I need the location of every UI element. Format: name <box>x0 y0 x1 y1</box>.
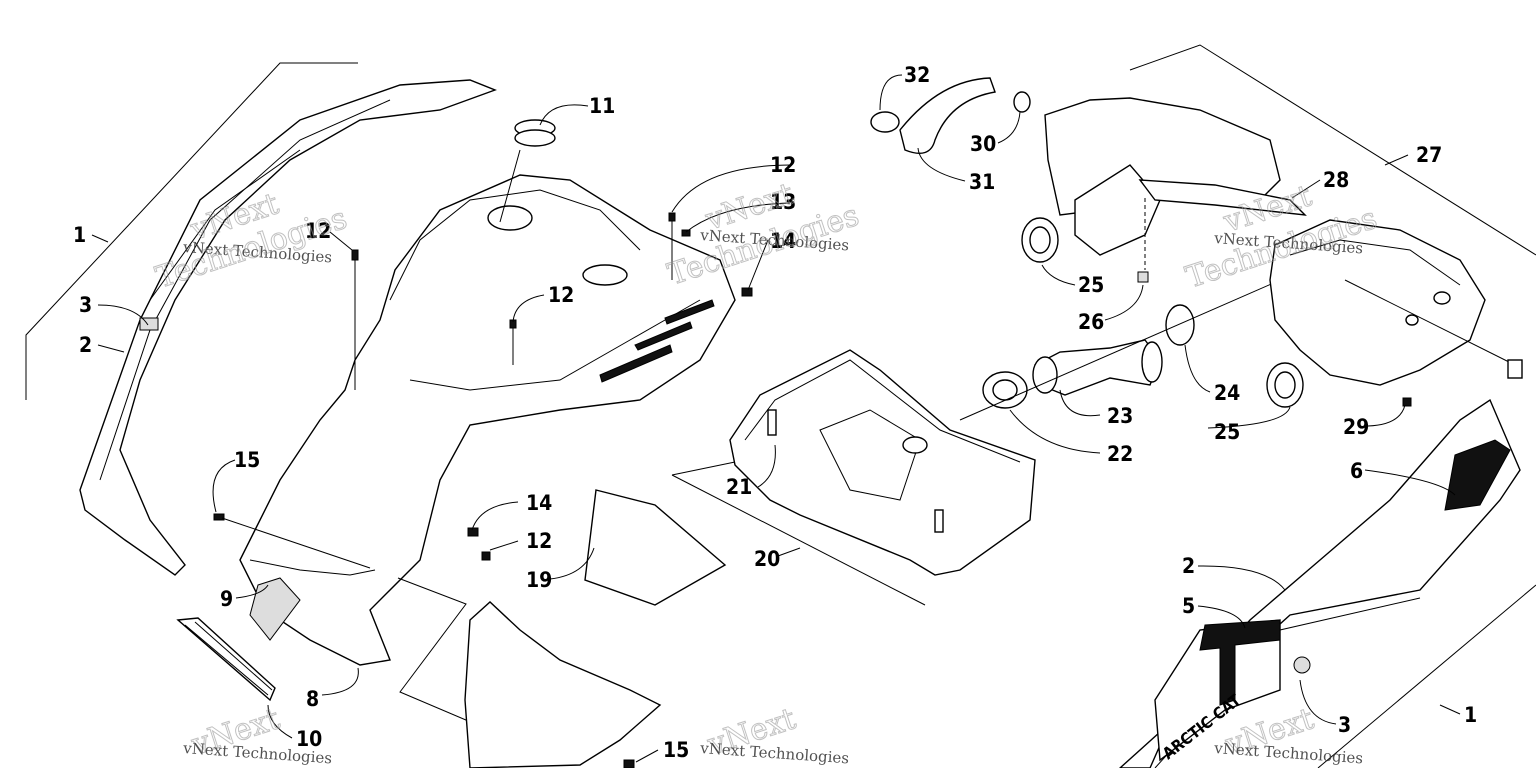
callout-15-a: 15 <box>234 448 260 472</box>
callout-21: 21 <box>726 475 752 499</box>
group-bracket-center <box>671 474 926 606</box>
callout-27: 27 <box>1416 143 1442 167</box>
callout-25-b: 25 <box>1214 420 1240 444</box>
callout-20: 20 <box>754 547 780 571</box>
group-bracket-right-lower <box>1317 584 1536 768</box>
callout-30: 30 <box>970 132 996 156</box>
callout-10: 10 <box>296 727 322 751</box>
callout-6: 6 <box>1350 459 1363 483</box>
callout-12-d: 12 <box>526 529 552 553</box>
callout-12-b: 12 <box>770 153 796 177</box>
duct-23 <box>1032 339 1163 396</box>
callout-14-a: 14 <box>770 229 796 253</box>
callout-23: 23 <box>1107 404 1133 428</box>
callout-19: 19 <box>526 568 552 592</box>
decal-5 <box>1154 619 1281 762</box>
callout-3-right: 3 <box>1338 713 1351 737</box>
grille-9 <box>249 577 301 641</box>
clip-3-right <box>1293 656 1311 674</box>
callout-8: 8 <box>306 687 319 711</box>
callout-14-b: 14 <box>526 491 552 515</box>
intake-housing-27 <box>1269 219 1523 386</box>
callout-24: 24 <box>1214 381 1240 405</box>
hardware-left <box>213 212 753 768</box>
side-panel-right: ARCTIC CAT <box>1118 398 1521 768</box>
callout-2-left: 2 <box>79 333 92 357</box>
seal-25-top <box>1021 217 1059 263</box>
seal-22 <box>982 371 1028 409</box>
callout-13: 13 <box>770 190 796 214</box>
grommet-11 <box>499 119 556 223</box>
callout-1-left: 1 <box>73 223 86 247</box>
callout-26: 26 <box>1078 310 1104 334</box>
screw-29 <box>1402 397 1412 407</box>
callout-3-left: 3 <box>79 293 92 317</box>
grille-10 <box>176 617 276 702</box>
hose-31 <box>899 77 996 154</box>
side-panel-left <box>79 79 497 576</box>
callout-12-c: 12 <box>548 283 574 307</box>
callout-32: 32 <box>904 63 930 87</box>
callout-1-right: 1 <box>1464 703 1477 727</box>
callout-25-a: 25 <box>1078 273 1104 297</box>
film-19 <box>584 489 727 606</box>
lower-panel <box>464 601 662 768</box>
callout-2-right: 2 <box>1182 554 1195 578</box>
callout-5: 5 <box>1182 594 1195 618</box>
callout-31: 31 <box>969 170 995 194</box>
callout-22: 22 <box>1107 442 1133 466</box>
callout-15-b: 15 <box>663 738 689 762</box>
clamp-30 <box>1013 91 1031 113</box>
callout-9: 9 <box>220 587 233 611</box>
clip-3-left <box>139 317 159 331</box>
group-bracket-left <box>25 62 358 400</box>
seal-25-bottom <box>1266 362 1304 408</box>
watermark-small-5: vNext Technologies <box>699 739 850 767</box>
callout-11: 11 <box>589 94 615 118</box>
group-bracket-center2 <box>671 461 736 476</box>
decal-6 <box>1444 439 1511 511</box>
watermark-small-6: vNext Technologies <box>1213 739 1364 767</box>
callout-12-a: 12 <box>305 219 331 243</box>
callout-28: 28 <box>1323 168 1349 192</box>
hood-nosepiece <box>239 174 736 666</box>
clamp-32 <box>870 111 900 133</box>
callout-numbers: 1 1 2 2 3 3 5 6 8 9 10 11 12 12 12 12 13… <box>73 63 1477 762</box>
callout-29: 29 <box>1343 415 1369 439</box>
clamp-24 <box>1165 304 1195 346</box>
leader-lines <box>91 74 1461 763</box>
airbox-20 <box>729 349 1036 576</box>
intake-duct-28 <box>1044 97 1307 283</box>
group-bracket-right <box>1129 44 1536 256</box>
